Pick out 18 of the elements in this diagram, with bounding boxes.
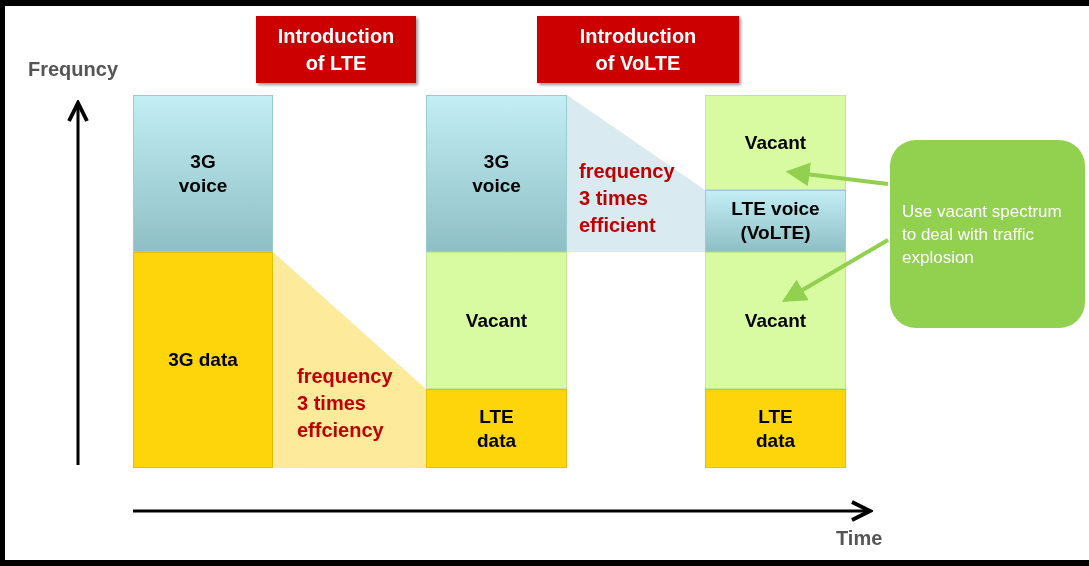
spectrum-block: 3G data (133, 252, 273, 468)
spectrum-block: LTE data (426, 389, 567, 468)
spectrum-block: Vacant (705, 252, 846, 389)
annotation-text: frequency 3 times effciency (297, 364, 394, 443)
spectrum-block: LTE voice (VoLTE) (705, 190, 846, 252)
arrow (781, 238, 889, 302)
spectrum-block: LTE data (705, 389, 846, 468)
phase-banner: Introduction of LTE (256, 16, 416, 83)
annotation-text: Time (836, 526, 884, 551)
spectrum-block: Vacant (705, 95, 846, 190)
phase-banner: Introduction of VoLTE (537, 16, 739, 83)
callout-box: Use vacant spectrum to deal with traffic explosion (890, 140, 1085, 328)
spectrum-block: 3G voice (133, 95, 273, 252)
spectrum-block: Vacant (426, 252, 567, 389)
annotation-text: Frequncy (28, 57, 120, 82)
arrow (785, 162, 889, 187)
annotation-text: frequency 3 times efficient (579, 159, 676, 238)
spectrum-block: 3G voice (426, 95, 567, 252)
